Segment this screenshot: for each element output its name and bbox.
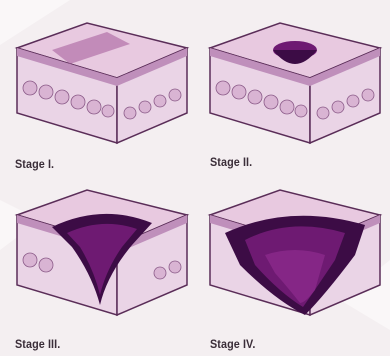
stage-3-diagram	[12, 185, 192, 325]
stage-2-label: Stage II.	[210, 155, 252, 169]
stage-3-label: Stage III.	[15, 337, 60, 351]
stage-2-diagram	[205, 18, 385, 148]
skin-block	[17, 23, 187, 143]
stage-4-diagram	[205, 185, 385, 325]
skin-block	[17, 190, 187, 315]
stage-1-label: Stage I.	[15, 157, 54, 171]
skin-block	[210, 190, 380, 315]
stage-1-diagram	[12, 18, 192, 148]
skin-block	[210, 23, 380, 143]
stage-4-label: Stage IV.	[210, 337, 255, 351]
